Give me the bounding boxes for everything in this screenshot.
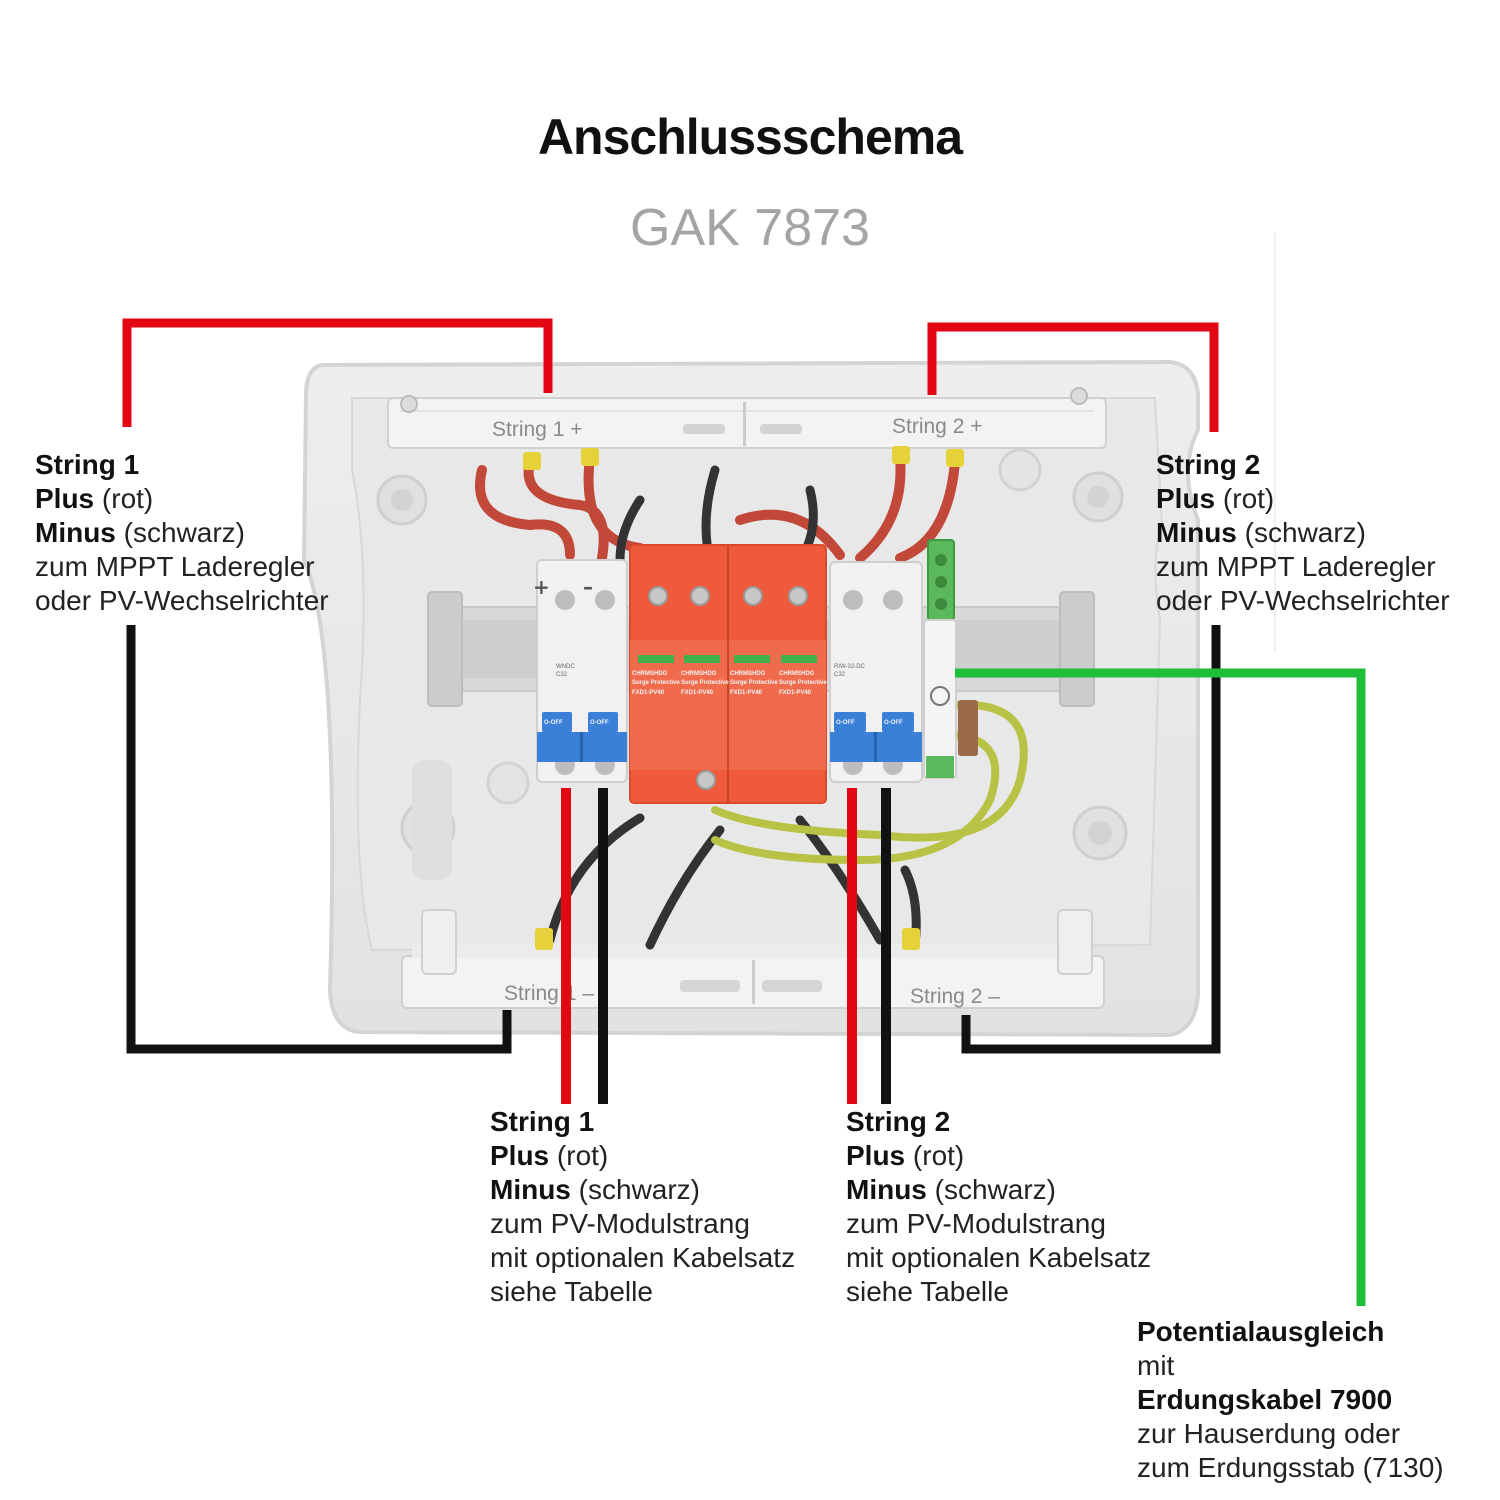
busbar-bottom: String 1 – String 2 – — [401, 909, 1105, 1009]
rail-label-bottom-left: String 1 – — [504, 982, 594, 1005]
wire-string2-minus-out — [961, 625, 1221, 1054]
page-subtitle: GAK 7873 — [630, 199, 870, 257]
label-string1-input-title: String 1 — [490, 1106, 595, 1137]
internal-cables — [475, 446, 1028, 950]
spd-model-1: FXD1-PV40 — [632, 690, 665, 696]
label-string1-output-line4: zum MPPT Laderegler — [35, 551, 315, 582]
breaker-right-switch-1: O-OFF — [836, 720, 855, 726]
breaker-left-model: C32 — [556, 672, 568, 678]
rail-label-top-left: String 1 + — [492, 418, 582, 441]
label-grounding-cable: Erdungskabel 7900 — [1137, 1384, 1393, 1415]
label-string2-input-line6: siehe Tabelle — [846, 1276, 1009, 1307]
label-string2-input: String 2 Plus (rot) Minus (schwarz) zum … — [846, 1105, 1151, 1309]
label-string1-input-minus-color: (schwarz) — [570, 1174, 701, 1205]
label-string2-output-plus: Plus — [1156, 483, 1216, 514]
wire-string1-minus-out — [126, 625, 512, 1054]
spd-model-4: FXD1-PV40 — [779, 690, 812, 696]
label-string1-output-minus-color: (schwarz) — [115, 517, 246, 548]
label-string1-output: String 1 Plus (rot) Minus (schwarz) zum … — [35, 448, 329, 618]
spd-sub-3: Surge Protective — [730, 680, 778, 686]
spd-model-3: FXD1-PV40 — [730, 690, 763, 696]
label-string1-input: String 1 Plus (rot) Minus (schwarz) zum … — [490, 1105, 795, 1309]
label-grounding-title: Potentialausgleich — [1137, 1316, 1385, 1347]
spd-sub-1: Surge Protective — [632, 680, 680, 686]
label-string2-output: String 2 Plus (rot) Minus (schwarz) zum … — [1156, 448, 1450, 618]
label-string2-input-title: String 2 — [846, 1106, 951, 1137]
label-string2-input-minus: Minus — [846, 1174, 927, 1205]
label-string2-output-minus-color: (schwarz) — [1236, 517, 1367, 548]
busbar-top: String 1 + String 2 + — [387, 387, 1107, 449]
label-string2-input-line5: mit optionalen Kabelsatz — [846, 1242, 1152, 1273]
breaker-right-brand: RIW-32-DC — [834, 664, 866, 670]
label-string2-input-line4: zum PV-Modulstrang — [846, 1208, 1106, 1239]
label-string2-output-title: String 2 — [1156, 449, 1261, 480]
external-wires — [122, 318, 1366, 1306]
dc-breaker-right: RIW-32-DC C32 O-OFF O-OFF — [829, 561, 923, 783]
wire-string2-plus-out — [927, 322, 1219, 432]
label-string1-input-line4: zum PV-Modulstrang — [490, 1208, 750, 1239]
label-grounding-line4: zur Hauserdung oder — [1137, 1418, 1401, 1449]
rail-label-bottom-right: String 2 – — [910, 985, 1000, 1008]
label-string2-output-line4: zum MPPT Laderegler — [1156, 551, 1436, 582]
spd-brand-4: CHRMSHDG — [779, 671, 815, 677]
label-string1-output-plus-color: (rot) — [94, 483, 154, 514]
label-string1-output-title: String 1 — [35, 449, 140, 480]
wire-ground — [955, 668, 1366, 1306]
breaker-right-switch-2: O-OFF — [884, 720, 903, 726]
label-grounding: Potentialausgleich mit Erdungskabel 7900… — [1137, 1315, 1444, 1485]
spd-brand-3: CHRMSHDG — [730, 671, 766, 677]
breaker-left-brand: WNDC — [556, 664, 575, 670]
divider-line — [1274, 232, 1276, 652]
label-string1-input-plus-color: (rot) — [549, 1140, 609, 1171]
earth-terminal — [923, 539, 978, 779]
breaker-left-switch-2: O-OFF — [590, 720, 609, 726]
label-string2-output-plus-color: (rot) — [1215, 483, 1275, 514]
spd-brand-1: CHRMSHDG — [632, 671, 668, 677]
spd-sub-2: Surge Protective — [681, 680, 729, 686]
label-string2-output-line5: oder PV-Wechselrichter — [1156, 585, 1450, 616]
label-string1-output-minus: Minus — [35, 517, 116, 548]
label-string1-output-line5: oder PV-Wechselrichter — [35, 585, 329, 616]
breaker-left-minus: – — [583, 575, 593, 599]
label-string1-input-minus: Minus — [490, 1174, 571, 1205]
label-string2-input-plus: Plus — [846, 1140, 906, 1171]
spd-brand-2: CHRMSHDG — [681, 671, 717, 677]
page-title: Anschlussschema — [537, 109, 963, 165]
wire-string1-plus-out — [122, 318, 553, 427]
breaker-right-model: C32 — [834, 672, 846, 678]
label-string2-output-minus: Minus — [1156, 517, 1237, 548]
label-grounding-line2: mit — [1137, 1350, 1175, 1381]
breaker-left-plus: + — [533, 575, 550, 599]
spd-model-2: FXD1-PV40 — [681, 690, 714, 696]
surge-protection: CHRMSHDG CHRMSHDG CHRMSHDG CHRMSHDG Surg… — [629, 544, 827, 804]
spd-sub-4: Surge Protective — [779, 680, 827, 686]
label-string1-input-line6: siehe Tabelle — [490, 1276, 653, 1307]
rail-label-top-right: String 2 + — [892, 415, 982, 438]
label-string2-input-minus-color: (schwarz) — [926, 1174, 1057, 1205]
breaker-left-switch-1: O-OFF — [544, 720, 563, 726]
label-string1-input-line5: mit optionalen Kabelsatz — [490, 1242, 796, 1273]
label-string2-input-plus-color: (rot) — [905, 1140, 965, 1171]
label-string1-output-plus: Plus — [35, 483, 95, 514]
label-grounding-line5: zum Erdungsstab (7130) — [1137, 1452, 1444, 1483]
label-string1-input-plus: Plus — [490, 1140, 550, 1171]
dc-breaker-left: + – WNDC C32 O-OFF O-OFF — [533, 559, 628, 783]
